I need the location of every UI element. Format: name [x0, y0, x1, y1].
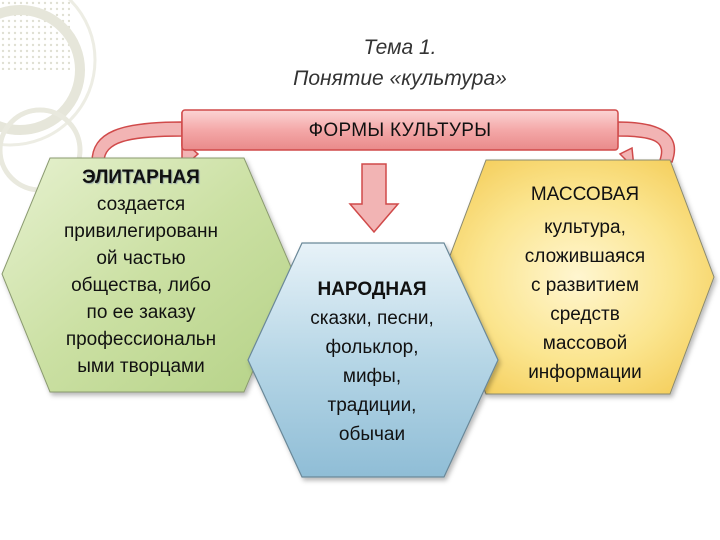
elite-form-text: ЭЛИТАРНАЯ создается привилегированн ой ч… — [22, 164, 260, 380]
mass-line: информации — [528, 362, 642, 383]
folk-line: обычаи — [338, 424, 406, 445]
elite-line: по ее заказу — [86, 302, 196, 323]
elite-form-title: ЭЛИТАРНАЯ — [82, 167, 200, 188]
banner-label: ФОРМЫ КУЛЬТУРЫ — [308, 120, 492, 141]
elite-line: ыми творцами — [77, 356, 205, 377]
mass-line: средств — [550, 304, 620, 325]
folk-line: мифы, — [342, 366, 402, 387]
elite-line: общества, либо — [71, 275, 211, 296]
hexagon-elite — [1, 157, 295, 393]
mass-form-text: МАССОВАЯ культура, сложившаяся с развити… — [492, 180, 678, 387]
mass-line: сложившаяся — [524, 246, 646, 267]
folk-form-text: НАРОДНАЯ сказки, песни, фольклор, мифы, … — [283, 275, 461, 449]
elite-line: создается — [96, 194, 186, 215]
folk-line: традиции, — [327, 395, 417, 416]
elite-line: ой частью — [96, 248, 186, 269]
folk-form-title: НАРОДНАЯ — [317, 279, 427, 300]
banner-bar — [181, 109, 619, 151]
elite-line: профессиональн — [65, 329, 217, 350]
mass-form-title: МАССОВАЯ — [530, 184, 640, 205]
hexagon-folk — [247, 242, 499, 478]
title-line-1: Тема 1. — [363, 36, 437, 59]
title-line-2: Понятие «культура» — [293, 67, 507, 90]
mass-line: культура, — [544, 217, 626, 238]
mass-line: с развитием — [530, 275, 640, 296]
folk-line: фольклор, — [325, 337, 419, 358]
slide-title: Тема 1. Понятие «культура» — [230, 32, 570, 94]
mass-line: массовой — [542, 333, 628, 354]
elite-line: привилегированн — [64, 221, 218, 242]
down-arrow-icon — [348, 163, 400, 234]
folk-line: сказки, песни, — [310, 308, 434, 329]
